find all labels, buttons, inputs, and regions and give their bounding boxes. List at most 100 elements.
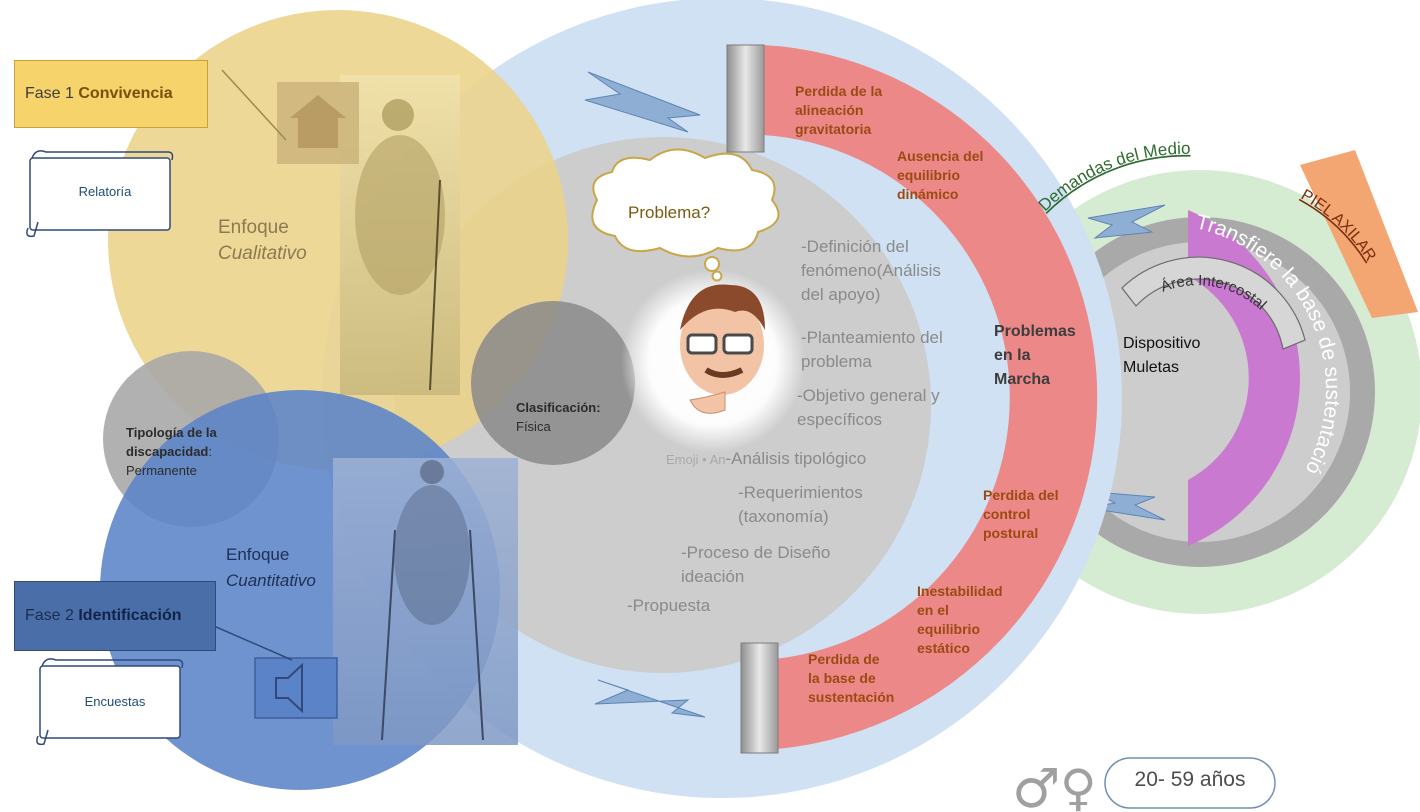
top-gray-bar	[726, 44, 765, 153]
label-line: Ausencia del	[897, 148, 984, 164]
tipologia-colon: :	[208, 444, 212, 459]
tipologia-text: Tipología de la discapacidad: Permanente	[126, 423, 217, 480]
label-line: en el	[917, 602, 949, 618]
label-line: Muletas	[1123, 359, 1180, 376]
step-line: -Definición del	[801, 237, 909, 256]
encuestas-label: Encuestas	[84, 694, 146, 709]
fase1-prefix: Fase 1	[25, 85, 79, 102]
man-figure	[394, 485, 470, 625]
male-icon: ♂	[1012, 757, 1060, 812]
process-step-6: -Proceso de Diseño ideación	[681, 541, 830, 589]
enfoque-cuantitativo: Enfoque Cuantitativo	[226, 542, 316, 594]
speaker-box	[254, 657, 338, 719]
step-line: -Objetivo general y	[797, 386, 940, 405]
step-line: -Análisis tipológico	[725, 449, 867, 468]
problema-thought-cloud	[591, 148, 780, 282]
process-step-1: -Definición del fenómeno(Análisis del ap…	[801, 235, 941, 307]
label-line: sustentación	[808, 689, 895, 705]
fase2-box: Fase 2 Identificación	[14, 581, 216, 651]
enfoque1-line2: Cualitativo	[218, 243, 307, 264]
label-line: control	[983, 506, 1031, 522]
label-line: en la	[994, 347, 1031, 364]
label-line: la base de	[808, 670, 876, 686]
process-step-7: -Propuesta	[627, 594, 710, 618]
woman-head	[382, 99, 414, 131]
enfoque-cualitativo: Enfoque Cualitativo	[218, 215, 307, 267]
tipologia-bold1: Tipología de la	[126, 425, 217, 440]
man-crutch-right	[469, 529, 484, 741]
relatoria-label: Relatoría	[78, 184, 132, 199]
woman-crutch	[429, 179, 441, 391]
label-line: dinámico	[897, 186, 959, 202]
lightning-bottom-icon	[594, 679, 706, 718]
label-line: postural	[983, 525, 1039, 541]
label-line: Perdida del	[983, 487, 1059, 503]
step-line: específicos	[797, 410, 883, 429]
clasificacion-bold: Clasificación:	[516, 400, 601, 415]
process-step-2: -Planteamiento del problema	[801, 326, 943, 374]
problemas-marcha-label: Problemas en la Marcha	[994, 320, 1076, 392]
step-line: -Propuesta	[627, 596, 711, 615]
process-step-5: -Requerimientos (taxonomía)	[738, 481, 863, 529]
clasificacion-text: Clasificación: Física	[516, 398, 601, 436]
inestabilidad-label: Inestabilidad en el equilibrio estático	[917, 582, 1003, 658]
perdida-base-label: Perdida de la base de sustentación	[808, 650, 894, 707]
clasificacion-value: Física	[516, 419, 551, 434]
tipologia-bold2: discapacidad	[126, 444, 209, 459]
area-intercostal-arc	[1121, 256, 1306, 350]
emoji-caption: Emoji • An	[666, 452, 726, 467]
man-crutch-left	[381, 529, 396, 741]
problema-label: Problema?	[628, 203, 711, 222]
label-line: Perdida de la	[795, 83, 883, 99]
enfoque2-line1: Enfoque	[226, 545, 290, 564]
step-line: fenómeno(Análisis	[801, 261, 941, 280]
tipologia-value: Permanente	[126, 463, 197, 478]
label-line: Marcha	[994, 371, 1051, 388]
label-line: gravitatoria	[795, 121, 872, 137]
enfoque2-line2: Cuantitativo	[226, 571, 316, 590]
ausencia-equilibrio-label: Ausencia del equilibrio dinámico	[897, 147, 983, 204]
fase2-prefix: Fase 2	[25, 607, 79, 624]
encuestas-scroll-icon	[36, 658, 184, 746]
step-line: -Proceso de Diseño	[681, 543, 831, 562]
label-line: Inestabilidad	[917, 583, 1003, 599]
label-line: Dispositivo	[1123, 335, 1201, 352]
clasificacion-circle	[471, 301, 635, 465]
age-range-label: 20- 59 años	[1134, 768, 1246, 791]
fase1-box: Fase 1 Convivencia	[14, 60, 208, 128]
lightning-right-bottom-icon	[1087, 491, 1166, 521]
piel-axilar-band	[1300, 150, 1418, 318]
dispositivo-label: Dispositivo Muletas	[1123, 332, 1200, 380]
fase1-title: Convivencia	[78, 85, 173, 102]
label-line: estático	[917, 640, 970, 656]
label-line: equilibrio	[897, 167, 960, 183]
perdida-alineacion-label: Perdida de la alineación gravitatoria	[795, 82, 882, 139]
label-line: equilibrio	[917, 621, 980, 637]
label-line: Problemas	[994, 323, 1076, 340]
step-line: ideación	[681, 567, 745, 586]
label-line: alineación	[795, 102, 864, 118]
lightning-right-top-icon	[1087, 204, 1166, 239]
woman-figure	[355, 135, 445, 295]
house-icon	[290, 95, 346, 148]
lightning-top-icon	[584, 71, 701, 133]
speaker-icon	[275, 662, 303, 714]
age-badge	[1104, 757, 1276, 809]
perdida-control-label: Perdida del control postural	[983, 486, 1058, 543]
step-line: -Requerimientos	[738, 483, 863, 502]
fase1-connector	[221, 69, 287, 141]
bottom-gray-bar	[740, 642, 779, 754]
female-icon: ♀	[1060, 759, 1097, 812]
step-line: -Planteamiento del	[801, 328, 943, 347]
label-line: Perdida de	[808, 651, 880, 667]
process-step-4: Emoji • An-Análisis tipológico	[666, 447, 866, 472]
step-line: (taxonomía)	[738, 507, 829, 526]
enfoque1-line1: Enfoque	[218, 217, 289, 238]
step-line: del apoyo)	[801, 285, 881, 304]
fase2-title: Identificación	[78, 607, 182, 624]
relatoria-scroll-icon	[26, 150, 174, 238]
man-head	[420, 460, 444, 484]
step-line: problema	[801, 352, 872, 371]
